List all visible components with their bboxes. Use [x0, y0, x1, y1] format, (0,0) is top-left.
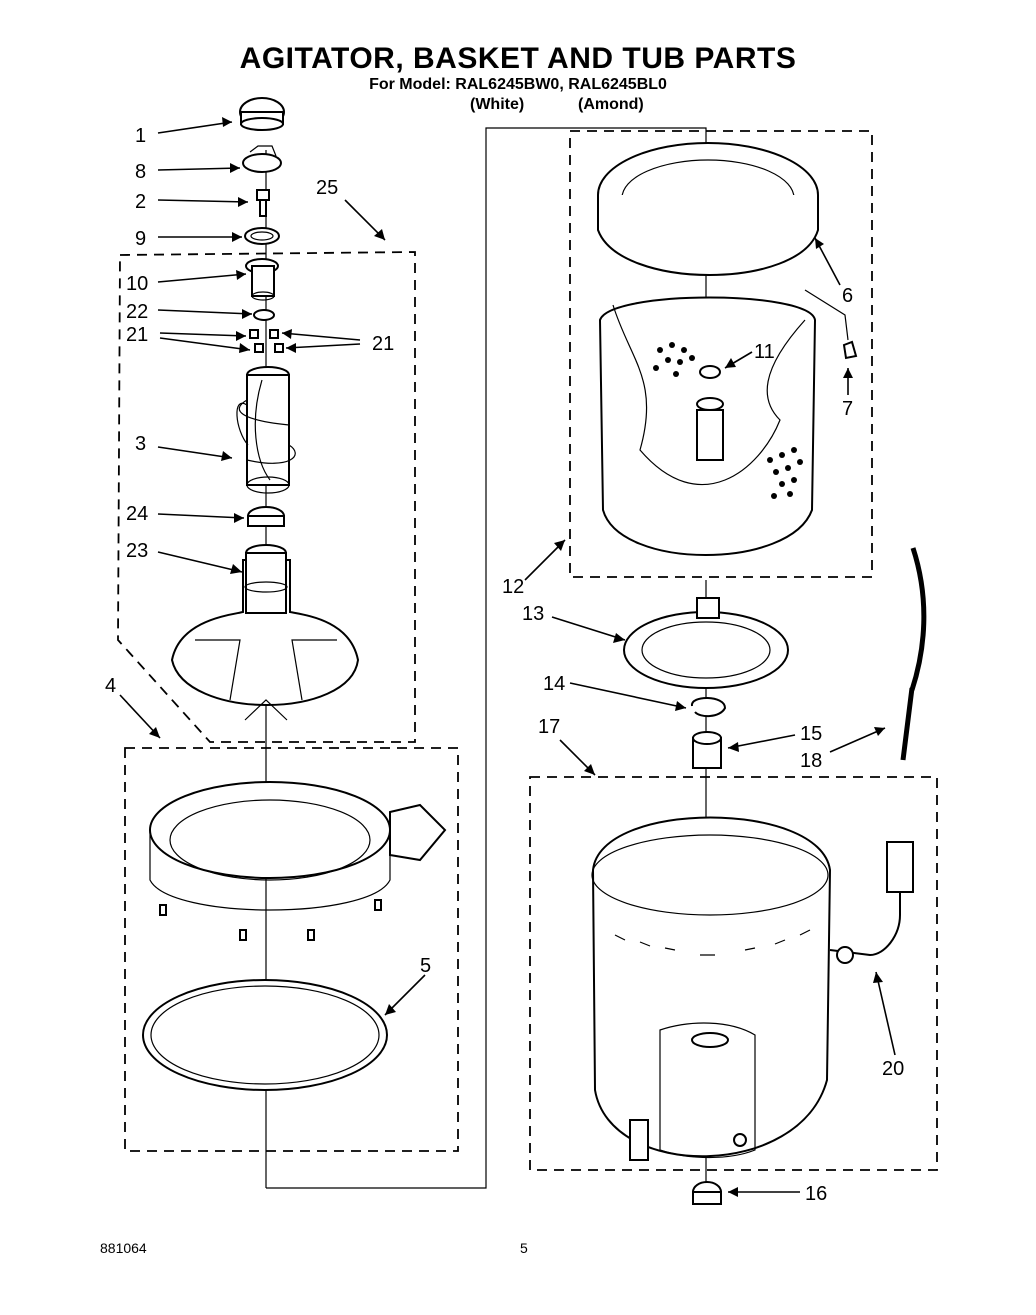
part-23-agitator-base — [170, 544, 360, 721]
callout-17: 17 — [538, 716, 560, 738]
part-1-cap — [239, 97, 285, 131]
part-12-basket — [598, 296, 817, 556]
part-14-clip-ring — [691, 697, 727, 718]
part-10-cam — [245, 258, 279, 301]
variant-white: (White) — [470, 96, 525, 113]
callout-9: 9 — [135, 228, 146, 250]
callout-22: 22 — [126, 301, 148, 323]
part-17-outer-tub — [591, 816, 832, 1161]
callout-16: 16 — [805, 1183, 827, 1205]
callout-13: 13 — [522, 603, 544, 625]
callout-25: 25 — [316, 177, 338, 199]
callout-1: 1 — [135, 125, 146, 147]
callout-7: 7 — [842, 398, 853, 420]
callout-21-right: 21 — [372, 333, 394, 355]
part-22-washer — [253, 309, 275, 321]
tub-group-box — [529, 776, 938, 1171]
part-8-cover — [242, 145, 282, 173]
part-5-seal-ring — [142, 979, 388, 1091]
callout-6: 6 — [842, 285, 853, 307]
part-18-hose — [900, 547, 927, 761]
part-3-auger — [236, 366, 296, 494]
footer-code: 881064 — [100, 1240, 147, 1256]
part-15-bushing — [692, 731, 722, 769]
model-line: For Model: RAL6245BW0, RAL6245BL0 — [369, 76, 667, 93]
part-7-clip — [804, 289, 858, 360]
part-24-bearing — [247, 506, 285, 527]
callout-3: 3 — [135, 433, 146, 455]
callout-12: 12 — [502, 576, 524, 598]
callout-21-left: 21 — [126, 324, 148, 346]
callout-5: 5 — [420, 955, 431, 977]
callout-18: 18 — [800, 750, 822, 772]
ring-group-box — [124, 747, 459, 1152]
page-title: AGITATOR, BASKET AND TUB PARTS — [239, 42, 797, 75]
callout-14: 14 — [543, 673, 565, 695]
callout-10: 10 — [126, 273, 148, 295]
part-20-drain-hose — [829, 841, 914, 964]
part-9-ring — [244, 227, 280, 245]
callout-15: 15 — [800, 723, 822, 745]
callout-20: 20 — [882, 1058, 904, 1080]
callout-23: 23 — [126, 540, 148, 562]
callout-11: 11 — [754, 341, 775, 363]
part-6-basket-ring — [597, 142, 819, 276]
callout-4: 4 — [105, 675, 116, 697]
callout-24: 24 — [126, 503, 148, 525]
variant-almond: (Amond) — [578, 96, 644, 113]
footer-page-number: 5 — [520, 1240, 528, 1256]
callout-2: 2 — [135, 191, 146, 213]
callout-8: 8 — [135, 161, 146, 183]
part-16-nut — [692, 1181, 722, 1205]
part-21-dogs — [249, 329, 284, 353]
part-4-tub-ring — [149, 781, 447, 941]
basket-holes — [653, 342, 803, 499]
agitator-group-box — [117, 251, 416, 743]
arrow-heads — [149, 117, 885, 1197]
part-2-bolt — [256, 189, 270, 217]
part-13-hub — [623, 597, 789, 689]
